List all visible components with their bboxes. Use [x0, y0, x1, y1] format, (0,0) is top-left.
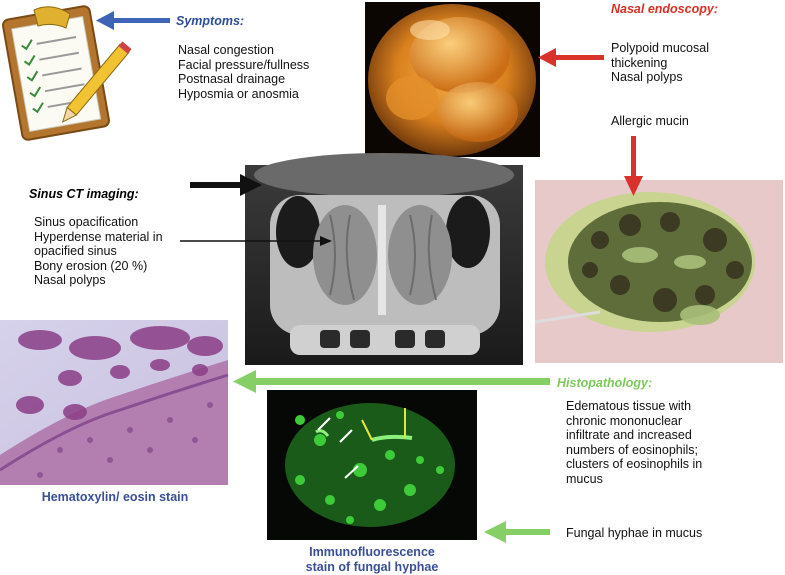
- arrow-symptoms: [96, 11, 170, 30]
- endoscopy-item: thickening: [611, 55, 668, 70]
- histopathology-list: Edematous tissue with chronic mononuclea…: [566, 399, 702, 486]
- immunofluorescence-caption-line2: stain of fungal hyphae: [305, 560, 439, 574]
- histopathology-item: mucus: [566, 471, 603, 486]
- ct-item: opacified sinus: [34, 244, 117, 258]
- histopathology-item: Edematous tissue with: [566, 399, 692, 413]
- ct-header: Sinus CT imaging:: [29, 187, 139, 201]
- allergic-mucin-label: Allergic mucin: [611, 114, 689, 128]
- arrow-ct-header: [190, 174, 262, 196]
- arrow-endoscopy: [538, 48, 604, 67]
- immunofluorescence-caption: Immunofluorescence stain of fungal hypha…: [287, 545, 457, 575]
- endoscopy-list: Polypoid mucosal thickening Nasal polyps: [611, 41, 709, 85]
- symptom-item: Facial pressure/fullness: [178, 57, 310, 72]
- histopathology-item: infiltrate and increased: [566, 428, 692, 442]
- histopathology-item: chronic mononuclear: [566, 413, 683, 428]
- he-stain-caption: Hematoxylin/ eosin stain: [41, 490, 189, 504]
- immunofluorescence-caption-line1: Immunofluorescence: [309, 545, 435, 559]
- he-stain-image: [0, 320, 229, 485]
- symptoms-header: Symptoms:: [176, 14, 245, 28]
- histopathology-header: Histopathology:: [557, 376, 653, 390]
- symptom-item: Nasal congestion: [178, 43, 274, 57]
- ct-item: Sinus opacification: [34, 215, 139, 229]
- nasal-endoscopy-image: [365, 2, 540, 157]
- sinus-ct-image: [245, 153, 523, 365]
- ct-item: Bony erosion (20 %): [34, 258, 148, 273]
- arrow-histopathology: [233, 370, 550, 393]
- histopathology-item: clusters of eosinophils in: [566, 457, 703, 471]
- symptom-item: Hyposmia or anosmia: [178, 86, 299, 101]
- endoscopy-header: Nasal endoscopy:: [611, 2, 718, 16]
- arrow-fungal-hyphae: [484, 521, 550, 543]
- symptoms-list: Nasal congestion Facial pressure/fullnes…: [178, 43, 309, 101]
- arrow-allergic-mucin: [624, 136, 643, 196]
- fungal-hyphae-label: Fungal hyphae in mucus: [566, 526, 703, 540]
- endoscopy-item: Nasal polyps: [611, 70, 683, 84]
- ct-list: Sinus opacification Hyperdense material …: [34, 215, 163, 288]
- symptom-item: Postnasal drainage: [178, 72, 286, 86]
- allergic-mucin-image: [534, 180, 783, 363]
- ct-item: Hyperdense material in: [34, 229, 163, 244]
- histopathology-item: numbers of eosinophils;: [566, 442, 699, 457]
- immunofluorescence-image: [267, 390, 477, 540]
- clipboard-icon: [2, 5, 132, 141]
- ct-item: Nasal polyps: [34, 273, 106, 287]
- endoscopy-item: Polypoid mucosal: [611, 41, 709, 55]
- arrow-ct-hyperdense: [180, 236, 332, 246]
